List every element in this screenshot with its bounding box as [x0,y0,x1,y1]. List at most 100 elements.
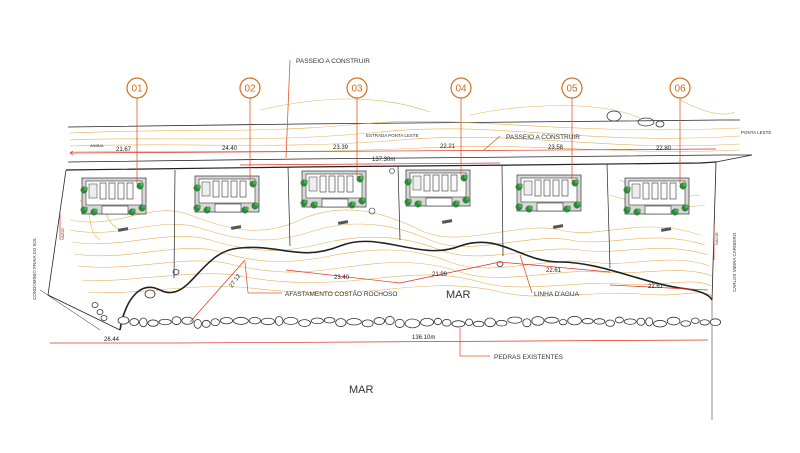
dim-top-6: 22.80 [656,146,672,152]
stone [248,316,261,325]
stone [171,316,182,325]
stone [283,317,299,325]
stone [605,319,615,327]
dim-top-1: 21.67 [116,147,132,153]
stone [544,316,559,324]
dimension-lines [50,148,717,344]
stone [201,319,211,328]
lot-marker-05: 05 [561,77,583,99]
stone [233,317,249,325]
label-passeio-top: PASSEIO A CONSTRUIR [296,58,370,65]
stone [158,318,172,326]
houses [80,168,690,232]
stone [653,320,667,328]
road [65,119,752,171]
stone [260,317,275,326]
stone [581,318,594,325]
label-estrada: ESTRADA PONTA LESTE [366,133,419,138]
stone [394,318,405,328]
annotation-leaders [244,59,533,357]
stone [531,316,545,326]
label-nalve: NALVE [714,232,719,245]
contour-lines [69,98,741,297]
dim-right-2: 22.61 [648,284,664,290]
label-anibal: ANIBAL [90,143,105,148]
stone [666,316,681,326]
stone [473,320,485,328]
shore-line [119,240,713,331]
dim-top-2: 24.40 [222,146,238,152]
lot-number: 01 [131,84,143,95]
house-03 [300,168,395,225]
stone [699,319,710,326]
stone [346,318,362,326]
stone [210,318,220,327]
stone [614,316,624,324]
dimension-texts: 21.67 24.40 23.39 22.21 23.58 22.80 137.… [104,144,672,343]
stone [465,318,474,327]
lot-circle [450,77,472,99]
stone [645,317,654,327]
dim-total-bottom: 136.10m [412,335,435,341]
stone [384,316,395,326]
lot-marker-02: 02 [239,77,261,99]
dim-top-5: 23.58 [548,145,564,151]
lot-marker-04: 04 [450,77,472,99]
dim-top-4: 22.21 [440,144,456,150]
stone [441,318,452,327]
lot-number: 02 [244,84,256,95]
stone [298,319,311,327]
stone [636,317,646,326]
lot-markers: 01 02 03 04 05 06 [126,77,691,99]
label-mar-main: MAR [446,289,471,301]
label-passeio-mid: PASSEIO A CONSTRUIR [506,134,580,141]
lot-circle [346,77,368,99]
lot-number: 06 [674,84,686,95]
label-ponta-leste: PONTA LESTE [741,130,771,135]
label-afastamento: AFASTAMENTO COSTÃO ROCHOSO [285,289,397,298]
stone [623,318,637,325]
stone [335,318,347,327]
dim-bottom-left: 26.44 [104,337,120,343]
label-vazio: VAZIO [60,228,65,240]
stone [709,318,722,326]
dim-total-top: 137.30m [372,157,395,163]
lot-marker-06: 06 [669,77,691,99]
text-labels: PASSEIO A CONSTRUIR PASSEIO A CONSTRUIR … [32,58,771,396]
lot-circle [239,77,261,99]
lot-leaders [136,98,681,184]
stone [691,317,700,324]
stone [680,320,692,327]
stone [451,320,466,328]
label-carlos: CARLOS VIEIRA CARNEIRO [732,232,737,292]
lot-boundaries [39,154,753,420]
stone [507,316,523,324]
lot-number: 05 [566,84,578,95]
house-02 [193,175,260,230]
lot-marker-03: 03 [346,77,368,99]
dim-mid-1: 23.40 [334,275,350,281]
stone [495,319,508,327]
stone [181,316,194,325]
lot-circle [561,77,583,99]
scattered-stones [91,110,665,321]
stone [139,317,148,328]
stone [593,318,606,325]
stone [323,317,336,324]
lot-circle [126,77,148,99]
dim-mid-2: 21.99 [432,272,448,278]
house-05 [515,174,582,229]
stone [219,317,234,325]
stone [310,317,324,325]
stone [129,318,140,326]
lot-number: 03 [351,84,363,95]
label-linha-agua: LINHA D'AGUA [534,291,580,298]
label-pedras: PEDRAS EXISTENTES [494,354,564,361]
house-04 [404,169,471,224]
lot-circle [669,77,691,99]
label-condominio: CONDOMINIO PRAIA DO SOL [32,237,37,300]
stone [274,316,284,326]
dim-top-3: 23.39 [333,145,349,151]
label-mar-bottom: MAR [349,384,374,396]
